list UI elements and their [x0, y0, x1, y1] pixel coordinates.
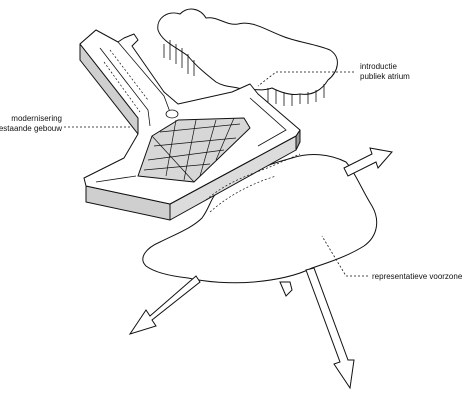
- roof-edges: [95, 41, 287, 183]
- atrium-canopy: [157, 8, 338, 95]
- label-building-line1: modernisering: [11, 114, 62, 123]
- arrow-northeast-icon: [343, 147, 393, 177]
- label-atrium-line2: publiek atrium: [360, 72, 410, 81]
- existing-outline-dashed: [103, 49, 301, 213]
- atrium-entrance: [165, 109, 179, 119]
- label-building-line2: bestaande gebouw: [0, 124, 62, 133]
- leader-lines: [64, 71, 368, 277]
- label-atrium-line1: introductie: [360, 62, 397, 71]
- forecourt-zone: [142, 154, 378, 284]
- courtyard-glass-roof: [137, 117, 251, 183]
- arrow-east-icon: [279, 281, 293, 297]
- roof-surface: [79, 29, 301, 205]
- arrow-south-icon: [305, 267, 355, 390]
- label-forecourt: representatieve voorzone: [372, 272, 463, 281]
- access-arrows: [128, 147, 393, 390]
- existing-building: [79, 29, 301, 221]
- canopy-hangers: [163, 40, 325, 106]
- arrow-southwest-icon: [128, 275, 201, 335]
- courtyard-grid: [143, 117, 241, 183]
